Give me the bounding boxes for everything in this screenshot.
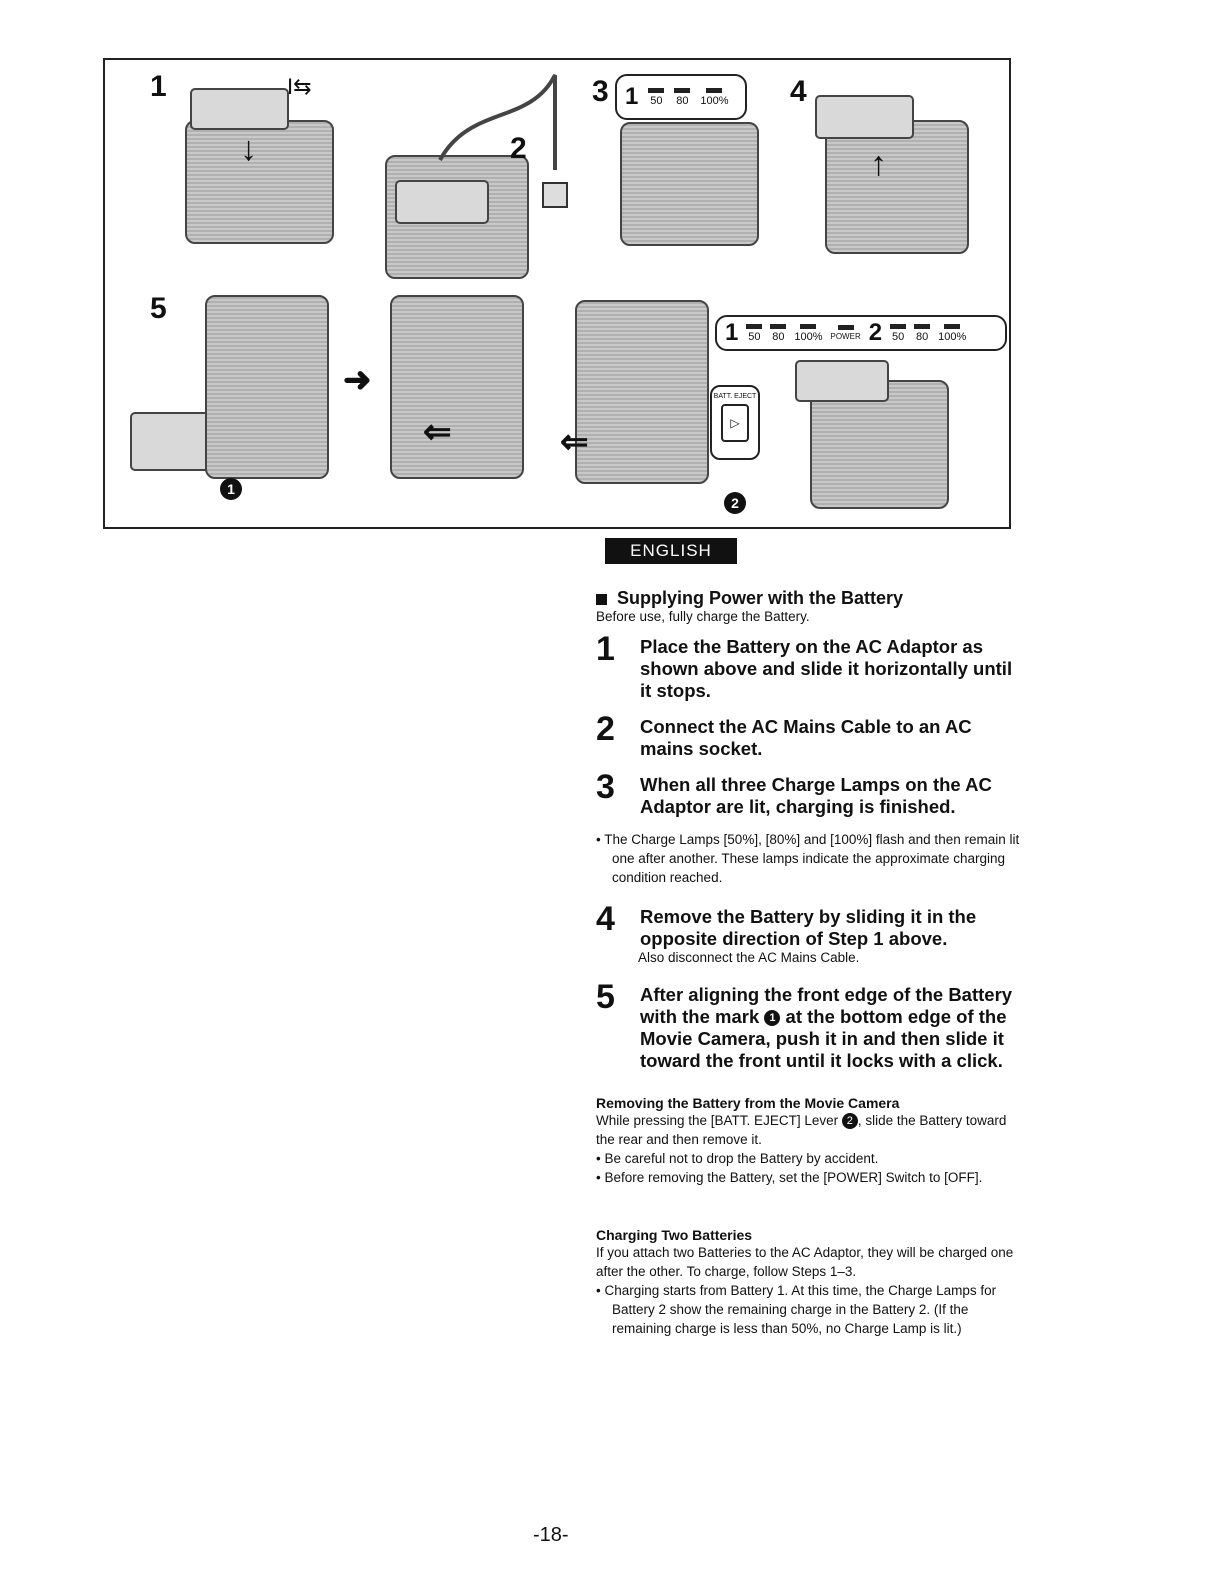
step-number: 1: [596, 630, 615, 668]
battery-illustration: [395, 180, 489, 224]
step-4: 4 Remove the Battery by sliding it in th…: [596, 900, 1026, 965]
lamp-battery-2-number: 2: [868, 319, 883, 346]
lamp-80: 80: [674, 88, 690, 107]
battery-illustration: [815, 95, 914, 139]
mark-1-callout: 1: [220, 478, 242, 500]
step-1: 1 Place the Battery on the AC Adaptor as…: [596, 630, 1026, 702]
mark-2-icon: 2: [841, 1113, 858, 1130]
removing-body: While pressing the [BATT. EJECT] Lever 2…: [596, 1111, 1026, 1149]
lamp-100: 100%: [700, 88, 728, 107]
instruction-figure: 1 I⇆ ↓ 2 3 1 50 80 100% 4 ↑ 5 1 ➜ ⇐ ⇐ BA…: [103, 58, 1011, 529]
mark-1-icon: 1: [764, 1010, 781, 1027]
up-arrow-icon: ↑: [870, 145, 887, 183]
step-number: 2: [596, 710, 615, 748]
step-text-b: at the bottom edge of the Movie Camera, …: [640, 1006, 1007, 1071]
lamp-50: 50: [746, 324, 762, 343]
mark-2-callout: 2: [724, 492, 746, 514]
lamp-50: 50: [648, 88, 664, 107]
bullet-text: Before removing the Battery, set the [PO…: [604, 1170, 983, 1185]
section-intro: Before use, fully charge the Battery.: [596, 609, 810, 624]
bullet-text: Be careful not to drop the Battery by ac…: [604, 1151, 879, 1166]
ac-adaptor-illustration: [620, 122, 759, 246]
figure-step-3: 3: [592, 75, 609, 108]
step-number: 4: [596, 900, 615, 938]
step-3: 3 When all three Charge Lamps on the AC …: [596, 768, 1026, 818]
camera-illustration: [575, 300, 709, 484]
step-5: 5 After aligning the front edge of the B…: [596, 978, 1026, 1072]
wall-socket-icon: [542, 182, 568, 208]
step-3-note: • The Charge Lamps [50%], [80%] and [100…: [596, 830, 1026, 887]
figure-step-5: 5: [150, 292, 167, 325]
step-text: After aligning the front edge of the Bat…: [640, 984, 1026, 1072]
battery-illustration: [190, 88, 289, 130]
battery-illustration: [130, 412, 214, 471]
left-arrow-icon: ⇐: [560, 423, 589, 461]
step-text: Connect the AC Mains Cable to an AC main…: [640, 716, 972, 759]
figure-step-1: 1: [150, 70, 167, 103]
charge-lamp-panel: 1 50 80 100%: [615, 74, 747, 120]
lamp-battery-1-number: 1: [725, 319, 739, 346]
charging-two-body: If you attach two Batteries to the AC Ad…: [596, 1245, 1014, 1279]
ac-adaptor-illustration: [185, 120, 334, 244]
section-title-text: Supplying Power with the Battery: [617, 588, 904, 608]
page-number: -18-: [533, 1524, 569, 1546]
step-text: When all three Charge Lamps on the AC Ad…: [640, 774, 992, 817]
lamp-100: 100%: [794, 324, 822, 343]
left-arrow-icon: ⇐: [423, 413, 452, 451]
mains-cable-icon: [438, 74, 557, 170]
removing-section: Removing the Battery from the Movie Came…: [596, 1095, 1026, 1187]
eject-lever-icon: ▷: [721, 404, 749, 442]
lamp-100: 100%: [938, 324, 966, 343]
lamp-80: 80: [914, 324, 930, 343]
step-text: Place the Battery on the AC Adaptor as s…: [640, 636, 1013, 701]
step-text: Remove the Battery by sliding it in the …: [640, 906, 977, 949]
camera-illustration: [205, 295, 329, 479]
lamp-80: 80: [770, 324, 786, 343]
square-bullet-icon: [596, 593, 607, 605]
camera-illustration: [390, 295, 524, 479]
charging-two-title: Charging Two Batteries: [596, 1227, 753, 1243]
step-number: 3: [596, 768, 615, 806]
removing-title: Removing the Battery from the Movie Came…: [596, 1095, 900, 1111]
note-text: The Charge Lamps [50%], [80%] and [100%]…: [604, 832, 1020, 885]
charging-two-bullet: • Charging starts from Battery 1. At thi…: [596, 1283, 997, 1336]
battery-illustration: [795, 360, 889, 402]
slide-symbol: I⇆: [287, 74, 312, 99]
removing-bullet: • Before removing the Battery, set the […: [596, 1170, 983, 1185]
step-sub: Also disconnect the AC Mains Cable.: [638, 950, 860, 965]
lamp-power: POWER: [831, 325, 861, 341]
step-3-note-text: • The Charge Lamps [50%], [80%] and [100…: [596, 832, 1020, 885]
batt-eject-lever-inset: BATT. EJECT ▷: [710, 385, 760, 460]
charge-lamp-panel-two-batteries: 1 50 80 100% POWER 2 50 80 100%: [715, 315, 1007, 351]
step-number: 5: [596, 978, 615, 1016]
batt-eject-label: BATT. EJECT: [713, 393, 757, 400]
step-2: 2 Connect the AC Mains Cable to an AC ma…: [596, 710, 1026, 760]
charging-two-section: Charging Two Batteries If you attach two…: [596, 1227, 1026, 1338]
removing-body-a: While pressing the [BATT. EJECT] Lever: [596, 1113, 839, 1128]
section-header: Supplying Power with the Battery Before …: [596, 588, 1026, 624]
figure-step-2: 2: [510, 132, 527, 165]
section-title: Supplying Power with the Battery: [596, 588, 1026, 609]
down-arrow-icon: ↓: [240, 130, 257, 168]
removing-body-b: , slide the Battery toward the rear and …: [596, 1113, 1007, 1147]
ac-adaptor-illustration: [825, 120, 969, 254]
step-text-a: After aligning the front edge of the Bat…: [640, 984, 1013, 1027]
bullet-text: Charging starts from Battery 1. At this …: [604, 1283, 997, 1336]
removing-bullet: • Be careful not to drop the Battery by …: [596, 1151, 879, 1166]
figure-step-4: 4: [790, 75, 807, 108]
right-arrow-icon: ➜: [343, 361, 372, 399]
lamp-50: 50: [890, 324, 906, 343]
lamp-battery-number: 1: [625, 83, 639, 110]
language-tab: ENGLISH: [605, 538, 737, 564]
